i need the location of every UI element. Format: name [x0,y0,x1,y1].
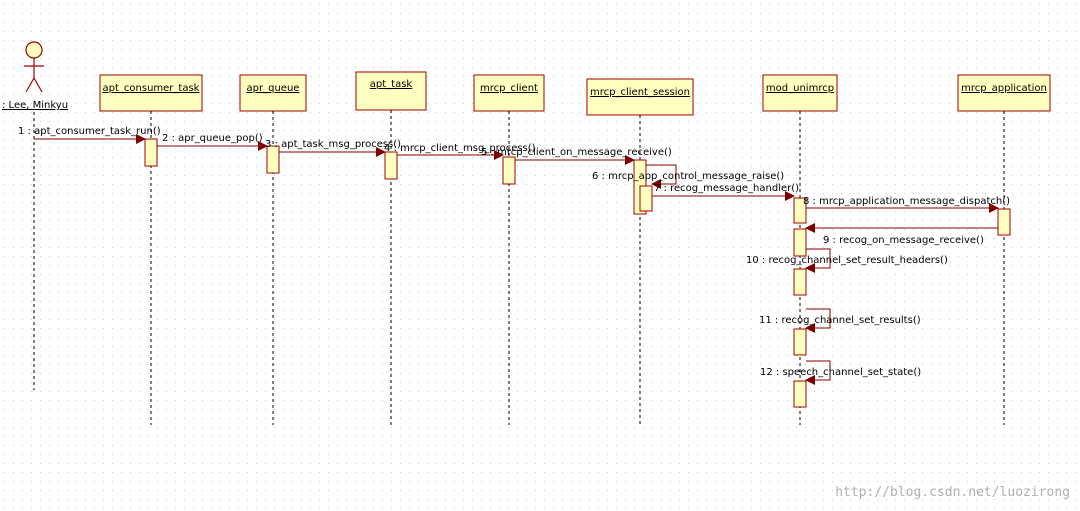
message-label-11: 11 : recog_channel_set_results() [759,315,921,326]
activation-mod-unimrcp-4 [793,328,807,356]
message-label-2: 2 : apr_queue_pop() [162,133,263,144]
message-arrows [34,134,999,385]
activation-mod-unimrcp-1 [793,197,807,224]
activation-apt-consumer-task [144,138,158,167]
message-arrow-11 [805,308,831,333]
message-labels: 1 : apt_consumer_task_run() 2 : apr_queu… [18,126,1010,378]
activation-mrcp-application [997,208,1011,236]
lifeline-label-mrcp-application: mrcp_application [961,83,1047,94]
lifeline-header-apt-task: apt_task [355,71,427,111]
message-arrow-6 [646,164,677,189]
message-label-4: 4 : mrcp_client_msg_process() [384,143,536,154]
message-label-12: 12 : speech_channel_set_state() [760,367,921,378]
activation-apt-task [384,151,398,180]
actor-label: : Lee, Minkyu [2,100,68,111]
message-label-3: 3 : apt_task_msg_process() [265,139,401,150]
lifeline-header-mrcp-application: mrcp_application [957,74,1051,112]
lifeline-header-mrcp-client: mrcp_client [473,74,545,112]
lifeline-label-apr-queue: apr_queue [247,83,300,94]
message-label-8: 8 : mrcp_application_message_dispatch() [803,196,1010,207]
activation-mod-unimrcp-2 [793,228,807,257]
lifeline-label-mrcp-client: mrcp_client [480,83,538,94]
lifeline-label-apt-consumer-task: apt_consumer_task [103,83,200,94]
lifeline-label-mrcp-client-session: mrcp_client_session [590,87,690,98]
activation-bars [144,138,1011,408]
message-label-10: 10 : recog_channel_set_result_headers() [746,255,948,266]
message-label-6: 6 : mrcp_app_control_message_raise() [592,171,784,182]
message-label-9: 9 : recog_on_message_receive() [823,235,984,246]
activation-mod-unimrcp-3 [793,268,807,296]
message-arrow-10 [805,248,831,273]
lifeline-header-mrcp-client-session: mrcp_client_session [586,78,694,116]
lifeline-label-apt-task: apt_task [370,79,413,90]
activation-mrcp-client-session-nested [639,185,653,212]
message-arrow-12 [805,360,831,385]
lifeline-lines [33,110,1005,425]
actor-head-icon [25,41,43,59]
message-label-7: 7 : recog_message_handler() [654,183,799,194]
activation-apr-queue [266,145,280,174]
actor-figure [24,41,44,93]
watermark-text: http://blog.csdn.net/luozirong [835,485,1070,500]
activation-mod-unimrcp-5 [793,380,807,408]
lifeline-label-mod-unimrcp: mod_unimrcp [766,83,834,94]
activation-mrcp-client [502,156,516,185]
lifeline-header-apt-consumer-task: apt_consumer_task [99,74,203,112]
lifeline-header-apr-queue: apr_queue [239,74,307,112]
message-label-1: 1 : apt_consumer_task_run() [18,126,161,137]
lifeline-header-mod-unimrcp: mod_unimrcp [762,74,838,112]
message-label-5: 5 : mrcp_client_on_message_receive() [481,147,672,158]
